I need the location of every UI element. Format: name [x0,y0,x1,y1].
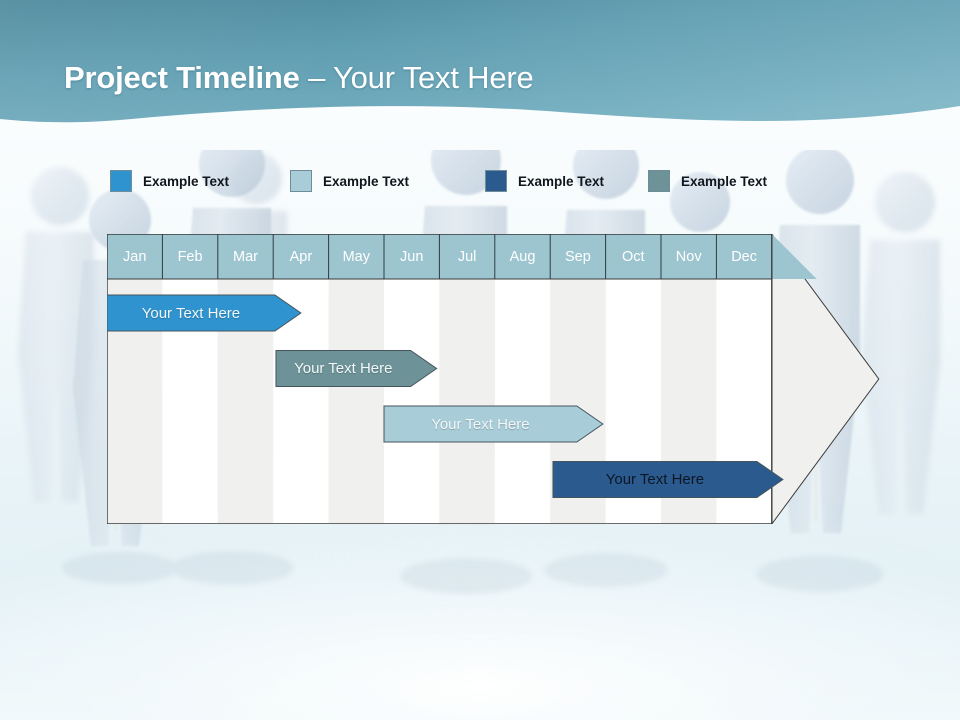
legend-label-4: Example Text [681,173,768,189]
legend: Example Text Example Text Example Text Exam… [110,168,870,194]
timeline-bar-2 [275,350,438,387]
column-band-May [328,279,384,524]
legend-label-2: Example Text [323,173,410,189]
column-band-Jul [439,279,495,524]
page-title-separator: – [299,60,334,95]
legend-item-3[interactable]: Example Text [485,168,604,194]
legend-item-1[interactable]: Example Text [110,168,229,194]
timeline-chart-svg [107,234,880,524]
timeline-bar-3 [383,405,604,443]
timeline-bar-1 [107,294,302,332]
page-title: Project Timeline – Your Text Here [64,60,534,96]
page-title-bold: Project Timeline [64,60,300,95]
legend-swatch-2 [290,170,312,192]
legend-swatch-1 [110,170,132,192]
legend-label-1: Example Text [143,173,230,189]
legend-swatch-4 [648,170,670,192]
legend-swatch-3 [485,170,507,192]
month-header-tip-fill [771,234,817,279]
column-band-Aug [494,279,551,524]
header-wave-band [0,0,960,123]
legend-item-2[interactable]: Example Text [290,168,409,194]
legend-item-4[interactable]: Example Text [648,168,767,194]
page-title-light: Your Text Here [333,60,534,95]
column-band-Jun [384,279,440,524]
legend-label-3: Example Text [518,173,605,189]
timeline-bar-4 [552,461,784,498]
